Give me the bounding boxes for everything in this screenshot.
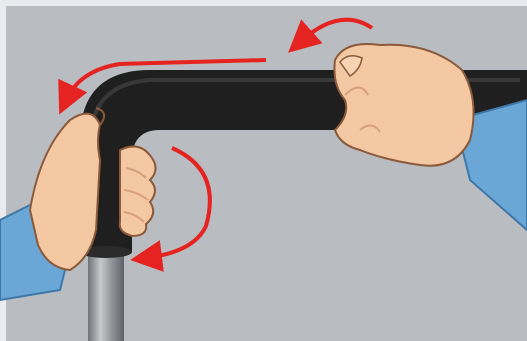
curved-arrow-icon (130, 146, 212, 272)
right-hand (333, 43, 527, 232)
metal-pipe (88, 248, 124, 341)
left-hand (0, 107, 157, 302)
right-sleeve (453, 98, 527, 232)
motion-arrows (58, 17, 374, 272)
straight-arrow-icon (58, 58, 267, 115)
curved-arrow-icon (288, 17, 374, 53)
